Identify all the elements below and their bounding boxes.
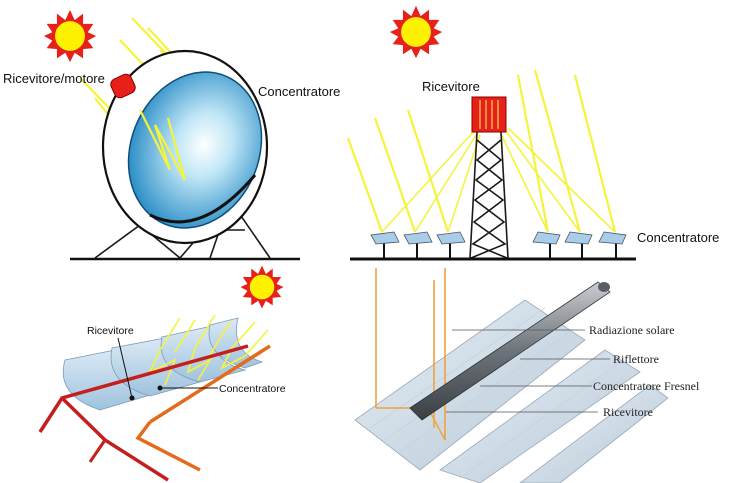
tower-heliostats [370, 231, 627, 258]
trough-return-pipe [135, 344, 271, 472]
dish-panel: Ricevitore/motore Concentratore [3, 9, 340, 261]
fresnel-panel: Radiazione solare Riflettore Concentrato… [354, 268, 700, 483]
tower-structure [469, 131, 509, 259]
fresnel-concentrator-label: Concentratore Fresnel [593, 379, 700, 393]
trough-receiver-label: Ricevitore [87, 325, 134, 337]
dish-receiver-label: Ricevitore/motore [3, 71, 105, 86]
dish-reflector [127, 71, 263, 229]
sun-icon [43, 9, 97, 63]
tower-panel: Ricevitore Concentratore [346, 5, 719, 261]
tower-receiver [471, 96, 507, 133]
sun-icon [240, 265, 284, 309]
tower-receiver-label: Ricevitore [422, 79, 480, 94]
tower-reflected-rays [381, 127, 616, 233]
fresnel-receiver-label: Ricevitore [603, 405, 653, 419]
trough-concentrator-label: Concentratore [219, 383, 286, 395]
dish-concentrator-label: Concentratore [258, 84, 340, 99]
fresnel-receiver-pipe [409, 281, 611, 421]
fresnel-radiation-label: Radiazione solare [589, 323, 675, 337]
tower-concentrator-label: Concentratore [637, 230, 719, 245]
tower-sun-rays [346, 69, 617, 233]
sun-icon [389, 5, 443, 59]
trough-panel: Ricevitore Concentratore [38, 265, 286, 482]
fresnel-reflector-label: Riflettore [613, 352, 659, 366]
trough-receiver-leader [117, 337, 133, 399]
dish-reflected-rays [139, 109, 187, 181]
trough-receiver-pipe [38, 344, 249, 482]
dish-receiver [110, 73, 136, 99]
